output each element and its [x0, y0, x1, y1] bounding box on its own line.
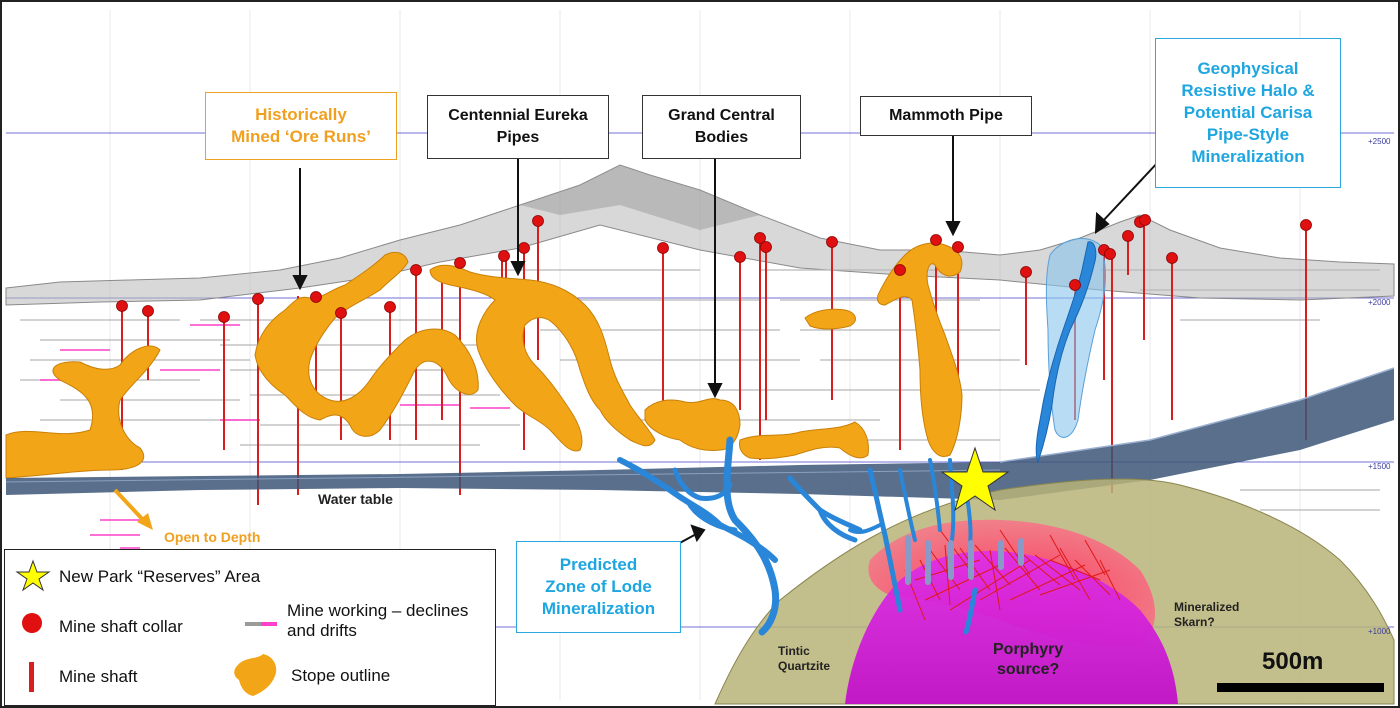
legend-collar-icon [22, 613, 42, 633]
lode-roots [905, 535, 1024, 585]
scale-bar-label: 500m [1262, 648, 1324, 675]
mine-shaft-collars [116, 214, 1312, 323]
legend-label-reserves: New Park “Reserves” Area [59, 567, 261, 586]
callout-grand-central: Grand Central Bodies [642, 95, 801, 159]
legend-label-working: Mine working – declines and drifts [287, 601, 469, 640]
callout-centennial-eureka: Centennial Eureka Pipes [427, 95, 609, 159]
water-table-edge-2 [5, 469, 1001, 483]
carisa-pipe [1035, 241, 1097, 464]
stope-mammoth [877, 242, 963, 457]
legend-symbols [15, 559, 277, 696]
callout-arrows [292, 136, 1161, 546]
open-to-depth-arrow [113, 488, 153, 530]
water-table-surface [6, 368, 1394, 500]
label-open-to-depth: Open to Depth [164, 529, 261, 545]
callout-mammoth-pipe: Mammoth Pipe [860, 96, 1032, 136]
legend-label-shaft: Mine shaft [59, 667, 138, 686]
water-table-edge [999, 367, 1395, 463]
elevation-label-2500: +2500 [1368, 137, 1391, 146]
legend-star-icon [15, 559, 51, 592]
elevation-label-1500: +1500 [1368, 462, 1391, 471]
stope-shallow [804, 308, 856, 330]
scale-bar [1217, 683, 1384, 692]
elevation-label-2000: +2000 [1368, 298, 1391, 307]
legend: New Park “Reserves” Area Mine shaft coll… [4, 549, 496, 706]
label-porphyry-source: Porphyry source? [993, 641, 1064, 678]
label-tintic-quartzite: Tintic Quartzite [778, 644, 831, 673]
legend-stope-icon [234, 654, 277, 696]
legend-shaft-icon [29, 662, 34, 692]
callout-predicted-lode: Predicted Zone of Lode Mineralization [516, 541, 681, 633]
lode-zone [617, 436, 978, 636]
callout-geophysical-halo: Geophysical Resistive Halo & Potential C… [1155, 38, 1341, 188]
ridge-shading [520, 165, 760, 230]
stope-west [5, 345, 161, 479]
label-water-table: Water table [318, 491, 393, 507]
stope-central-veins [739, 421, 869, 460]
stope-centennial [429, 264, 656, 452]
label-mineralized-skarn: Mineralized Skarn? [1174, 600, 1240, 629]
reserves-star-icon [940, 446, 1010, 512]
porphyry-source [845, 550, 1178, 704]
stope-bodies [5, 242, 963, 479]
stope-grand-central [644, 398, 741, 451]
callout-ore-runs: Historically Mined ‘Ore Runs’ [205, 92, 397, 160]
geophysical-halo [1045, 237, 1106, 438]
legend-label-collar: Mine shaft collar [59, 617, 183, 636]
elevation-label-1000: +1000 [1368, 627, 1391, 636]
legend-label-stope: Stope outline [291, 666, 391, 685]
